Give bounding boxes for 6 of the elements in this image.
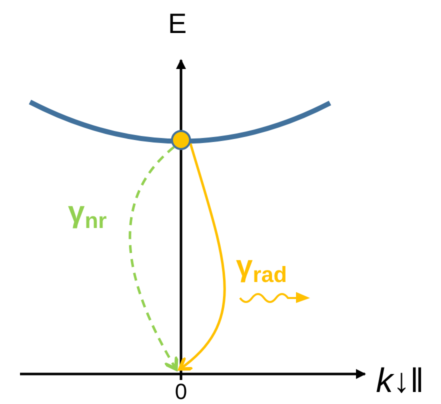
arrow [178,143,226,371]
arrow [128,146,179,371]
axis-label: k↓‖ [376,364,424,398]
state-dot [171,130,191,150]
origin-label: 0 [171,371,191,404]
axis-label: E [168,10,187,38]
